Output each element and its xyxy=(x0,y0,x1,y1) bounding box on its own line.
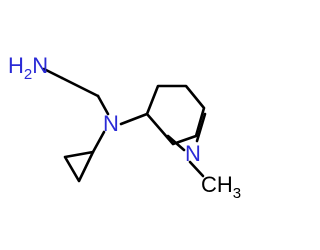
bond-ch2-center-n xyxy=(96,94,110,116)
ring-n-label: N xyxy=(185,141,201,166)
piperidine-ring xyxy=(145,84,206,146)
bond-center-n-cyclopropyl xyxy=(91,130,106,154)
cyclopropyl-ring xyxy=(63,150,95,183)
structure-diagram: H2N N N CH3 xyxy=(8,53,241,202)
methyl-label: CH3 xyxy=(201,172,241,202)
bond-amine-ch2 xyxy=(42,67,64,80)
bond-ring-n-methyl xyxy=(188,160,205,178)
bond-ring-n-ring-c xyxy=(166,134,186,152)
amine-label: H2N xyxy=(8,53,48,83)
center-n-label: N xyxy=(103,111,119,136)
bond-ch2-ch2 xyxy=(60,76,100,98)
bond-center-n-ring-c3 xyxy=(119,112,149,126)
molecule-svg: H2N N N CH3 xyxy=(8,53,241,202)
bond-ring-c-ring-n xyxy=(195,112,207,143)
